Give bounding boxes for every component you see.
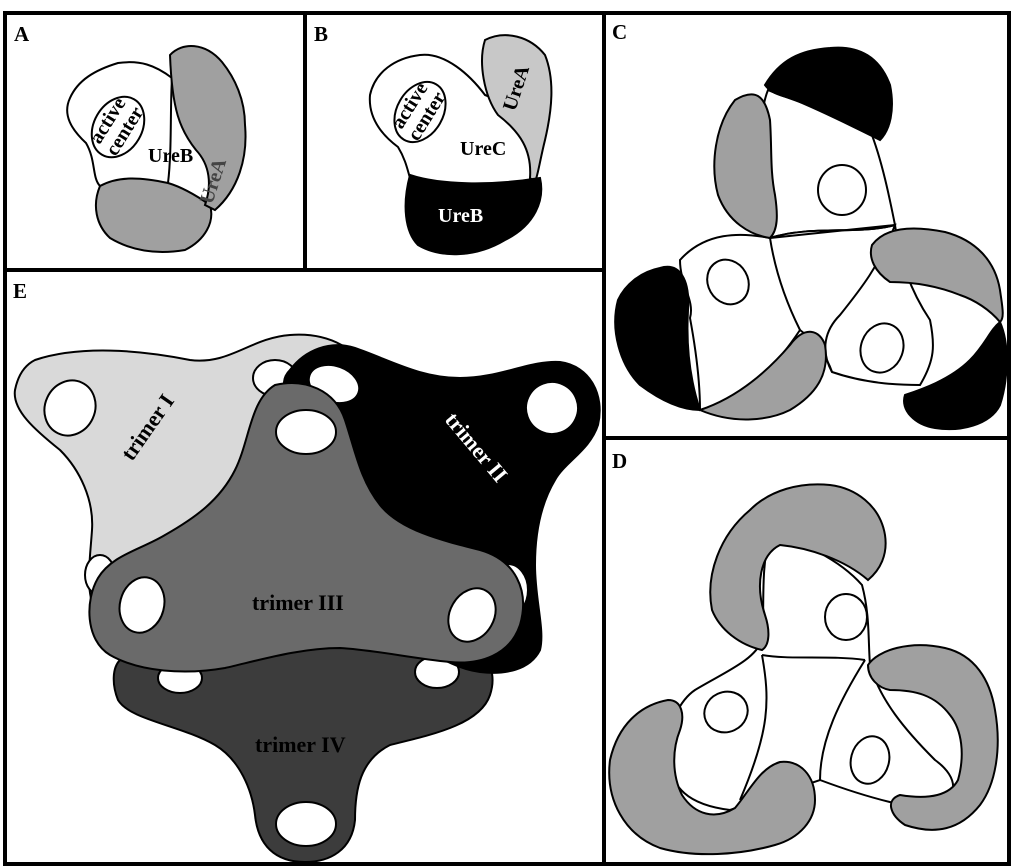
panel-d-letter: D <box>612 449 627 473</box>
trimer-iii-site-top <box>276 410 336 454</box>
panel-c-black-left <box>615 267 700 410</box>
panel-a-letter: A <box>14 22 30 46</box>
panel-a-ureb-lower <box>96 178 211 251</box>
panel-e-letter: E <box>13 279 27 303</box>
trimer-iii-label: trimer III <box>252 590 344 615</box>
panel-c-gray-top <box>714 94 776 238</box>
panel-d: D <box>609 449 997 854</box>
panel-a-ureb-label: UreB <box>148 145 193 167</box>
panel-b-urec-label: UreC <box>460 138 506 160</box>
panel-b-letter: B <box>314 22 328 46</box>
panel-d-site-top <box>825 594 867 640</box>
panel-a: A active center UreB UreA <box>14 22 246 252</box>
panel-e: E trimer I trimer II trimer III trimer I… <box>13 279 600 862</box>
panel-c: C <box>612 20 1007 429</box>
panel-c-site-top <box>818 165 866 215</box>
trimer-iv-label: trimer IV <box>255 732 346 757</box>
panel-c-letter: C <box>612 20 627 44</box>
trimer-iv-site-bottom <box>276 802 336 846</box>
panel-b: B active center UreC UreA UreB <box>314 22 551 254</box>
panel-b-ureb-label: UreB <box>438 205 483 227</box>
